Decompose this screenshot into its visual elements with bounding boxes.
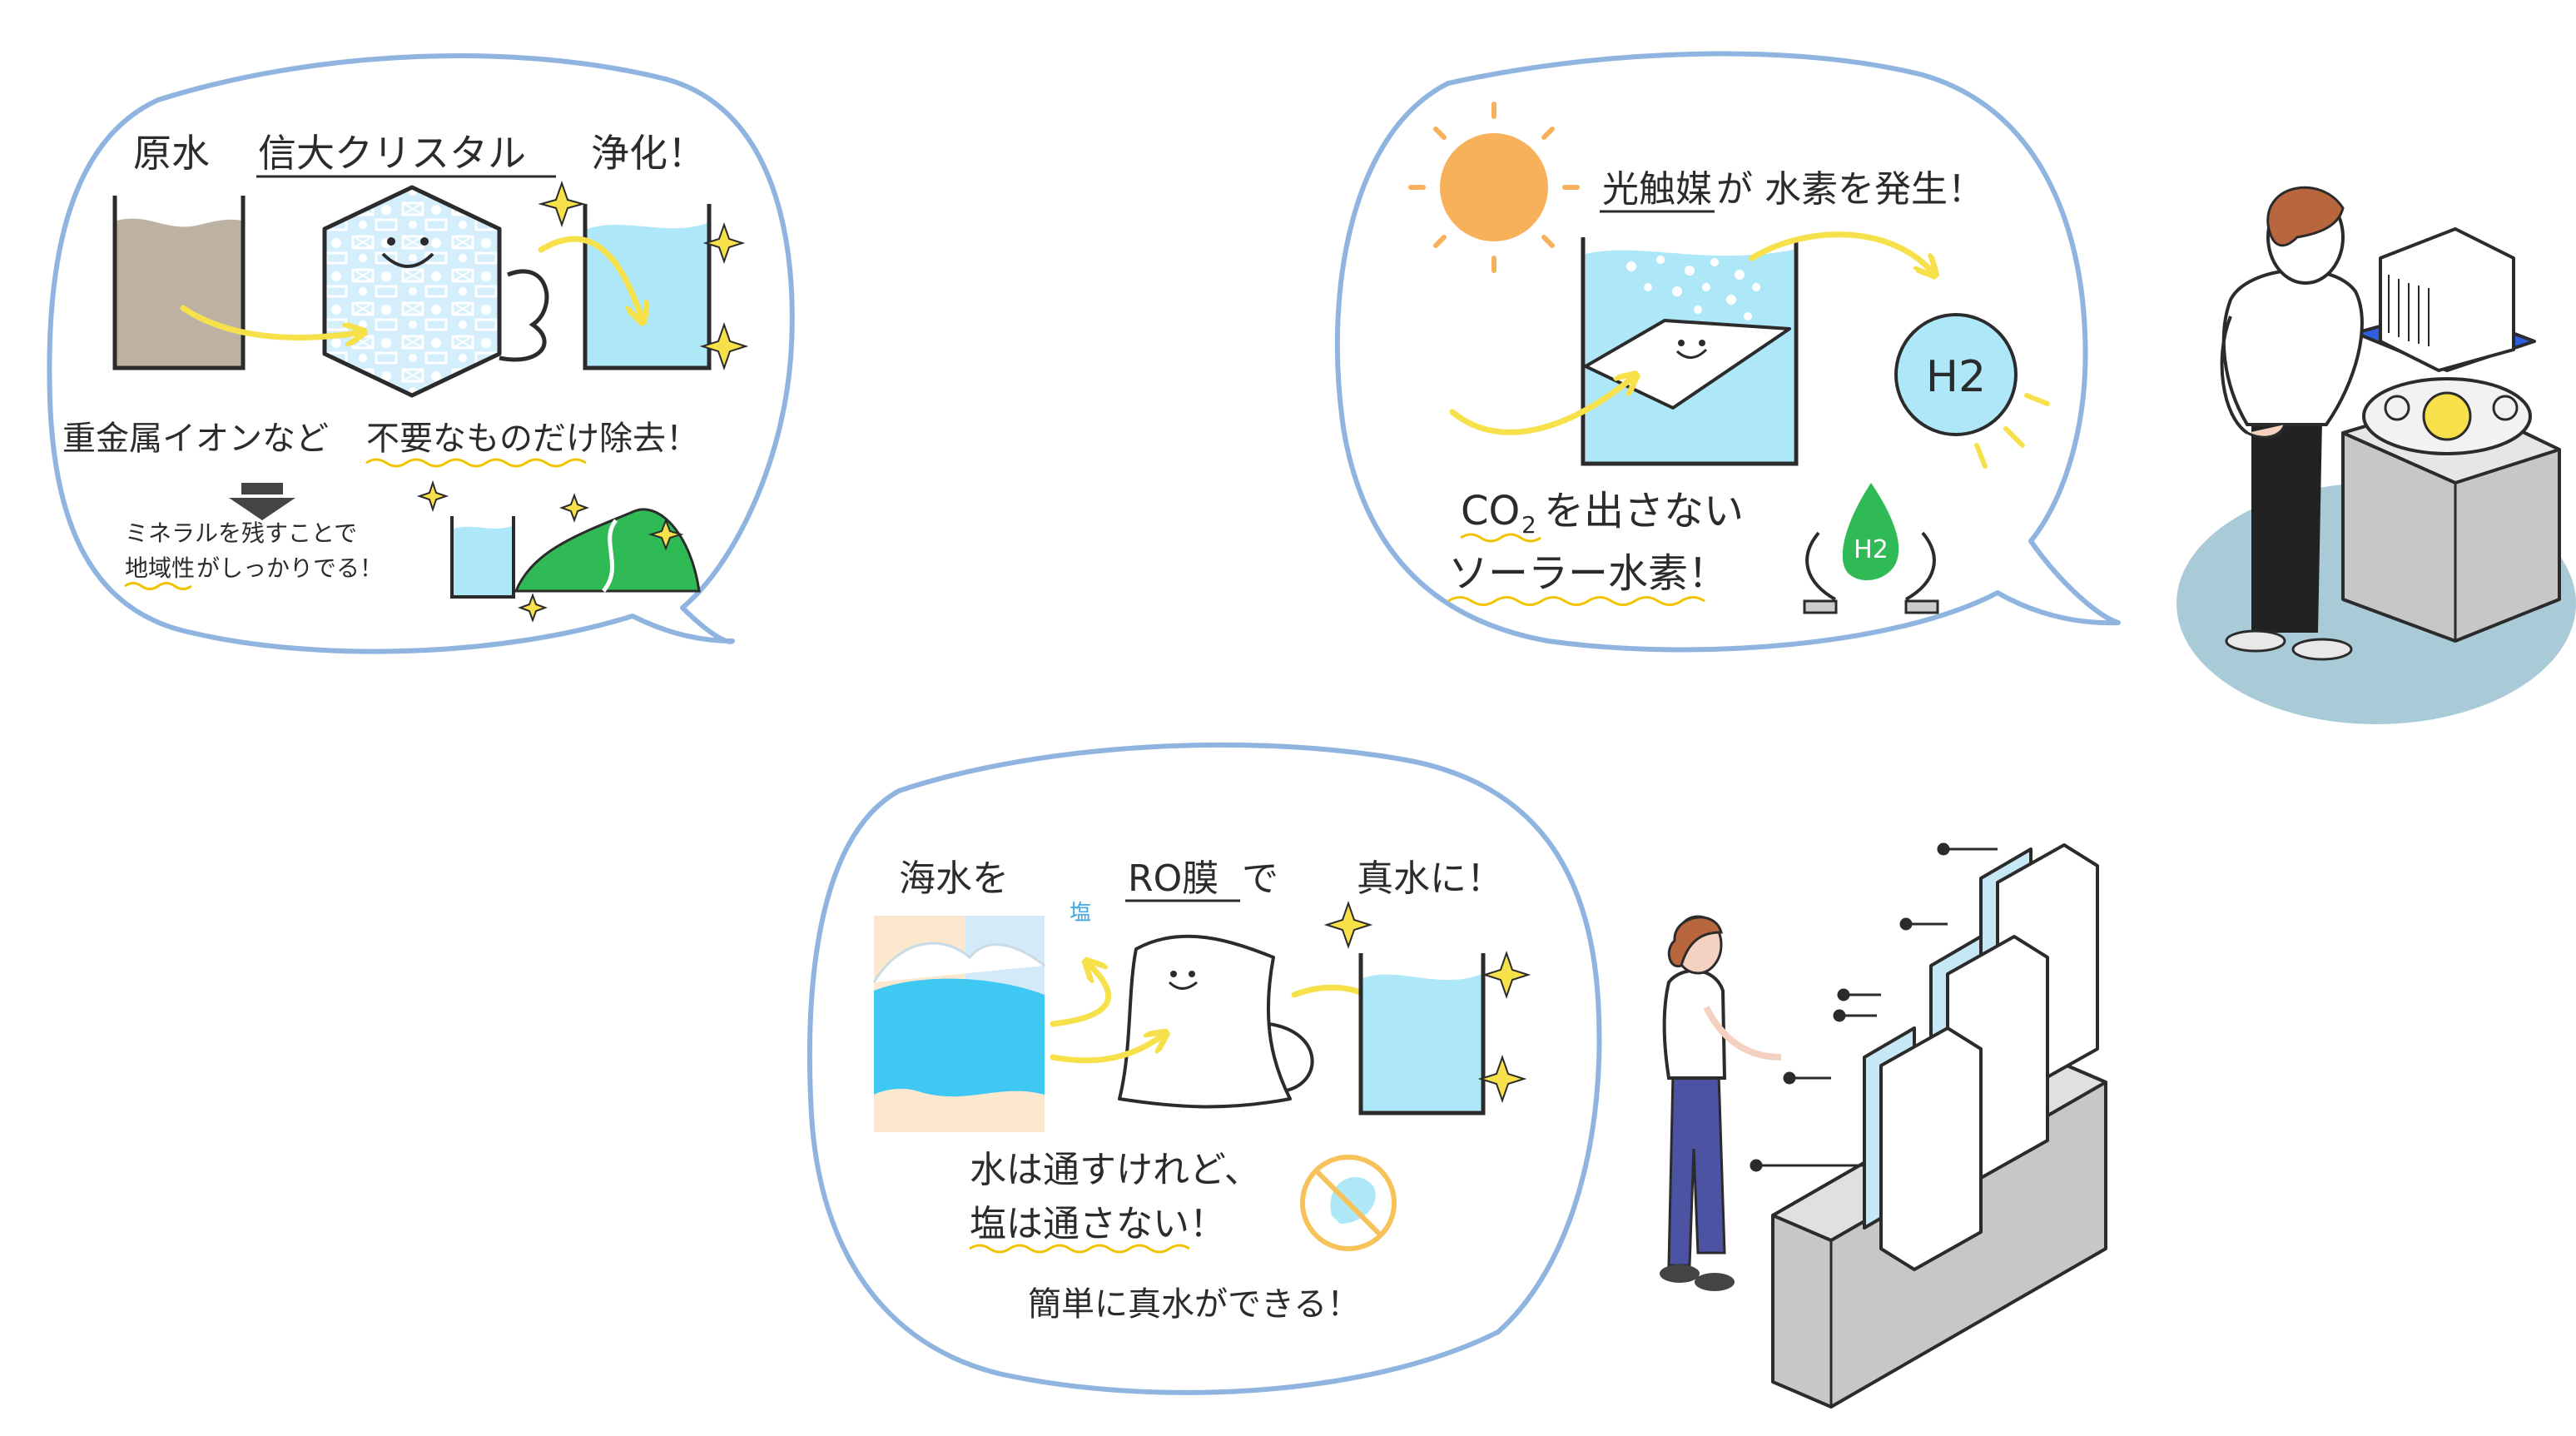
salt-label: 塩 [1070,901,1091,926]
remove-text-part2: 不要なものだけ [366,420,599,458]
mineral-text-line1: ミネラルを残すことで [125,519,357,547]
co2-text-co: CO [1461,488,1520,534]
wavy-underline [365,458,587,468]
sparkle-icon [1323,900,1531,1104]
hydrogen-bubble: 光触媒 が 水素を発生！ H2 [1334,51,2121,653]
ro-module-icon [1863,843,2099,1271]
co2-text-sub: 2 [1521,511,1536,539]
pass-text-line2: 塩は通さない！ [970,1203,1226,1245]
seawater-label: 海水を [899,857,1009,900]
mineral-text-rest: がしっかりでる！ [196,554,383,582]
wavy-underline [969,1244,1190,1254]
co2-text-rest: を出さない [1544,488,1744,534]
arrow-to-h2 [1749,231,1931,271]
wavy-underline [124,582,192,590]
crystal-label: 信大クリスタル [258,131,526,176]
de-label: で [1242,857,1278,900]
ro-bubble: 海水を RO膜 で 真水に！ 塩 [807,742,1602,1395]
sea-icon [872,916,1045,1132]
ro-label: RO膜 [1128,857,1219,900]
person-with-ro-machine-illustration [1660,842,2107,1409]
arrow-salt-rejected [1050,966,1111,1027]
person-woman-icon [1660,915,1782,1291]
hydrogen-title-rest: が 水素を発生！ [1716,168,1984,211]
solar-device-icon [2354,227,2536,455]
hands-drop-icon: H2 [1803,483,1939,614]
mineral-text-underlined: 地域性 [125,554,195,582]
purify-label: 浄化！ [591,131,706,176]
clean-beaker-icon [583,204,712,370]
purify-bubble: 原水 信大クリスタル 浄化！ [47,53,795,654]
remove-text-part3: 除去！ [599,420,699,458]
wavy-underline [1447,596,1705,606]
muddy-beaker-icon [112,196,246,370]
callout-lines [1750,842,1998,1172]
person-man-icon [2220,186,2364,661]
drop-label: H2 [1854,535,1889,564]
pure-water-label: 真水に！ [1357,857,1503,900]
h2-label: H2 [1926,352,1986,402]
arrow-into-crystal [180,305,358,338]
remove-text-part1: 重金属イオンなど [62,420,329,458]
easy-text: 簡単に真水ができる！ [1028,1285,1360,1324]
catalyst-label: 光触媒 [1602,168,1712,211]
down-arrow-icon [229,483,295,520]
sparkle-icon [538,180,749,371]
sun-icon [1408,102,1580,273]
mountain-icon [514,508,701,593]
pass-text-line1: 水は通すけれど、 [970,1149,1261,1191]
wavy-underline [1460,533,1541,543]
h2-circle-icon: H2 [1894,313,2050,469]
arrow-into-clean [538,236,641,316]
solar-hydrogen-text: ソーラー水素！ [1448,550,1728,597]
sparkle-icon [416,479,684,623]
arrow-into-membrane [1050,1036,1161,1064]
no-salt-icon [1300,1155,1397,1251]
arrow-into-beaker [1449,379,1631,435]
ro-membrane-icon [1118,934,1314,1109]
small-beaker-icon [450,516,515,599]
raw-water-label: 原水 [133,131,210,176]
person-with-device-illustration [2176,186,2576,724]
pure-water-beaker-icon [1358,953,1486,1116]
